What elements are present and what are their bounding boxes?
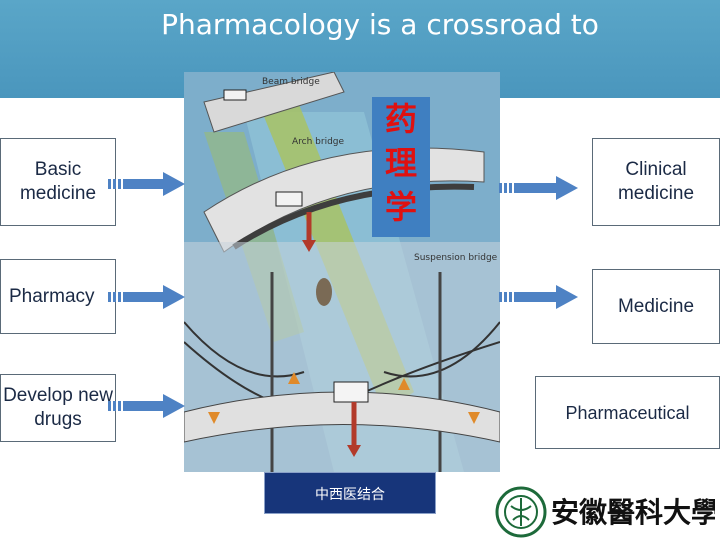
integration-label: 中西医结合: [264, 472, 436, 514]
arrow-right-icon: [108, 285, 185, 309]
cn-char-3: 学: [384, 188, 417, 226]
medicine-box: Medicine: [592, 269, 720, 344]
beam-bridge-label: Beam bridge: [262, 77, 320, 87]
pharmacology-cn-box: 药 理 学: [372, 97, 430, 237]
logo-text: 安徽醫科大學: [551, 496, 715, 529]
arch-bridge-label: Arch bridge: [292, 137, 345, 147]
arrow-right-icon: [108, 394, 185, 418]
pharmaceutical-box: Pharmaceutical: [535, 376, 720, 449]
cn-char-1: 药: [384, 100, 417, 138]
arrow-right-icon: [499, 176, 578, 200]
develop-new-drugs-box: Develop new drugs: [0, 374, 116, 442]
suspension-bridge-label: Suspension bridge: [414, 253, 498, 263]
university-logo: 安徽醫科大學: [495, 486, 715, 538]
bridge-illustration: Beam bridge Arch bridge Suspension bridg…: [184, 72, 500, 472]
cn-char-2: 理: [384, 144, 417, 182]
arrow-right-icon: [108, 172, 185, 196]
pharmacy-box: Pharmacy: [0, 259, 116, 334]
arrow-right-icon: [499, 285, 578, 309]
clinical-medicine-box: Clinical medicine: [592, 138, 720, 226]
slide-title: Pharmacology is a crossroad to: [161, 8, 599, 41]
basic-medicine-box: Basic medicine: [0, 138, 116, 226]
